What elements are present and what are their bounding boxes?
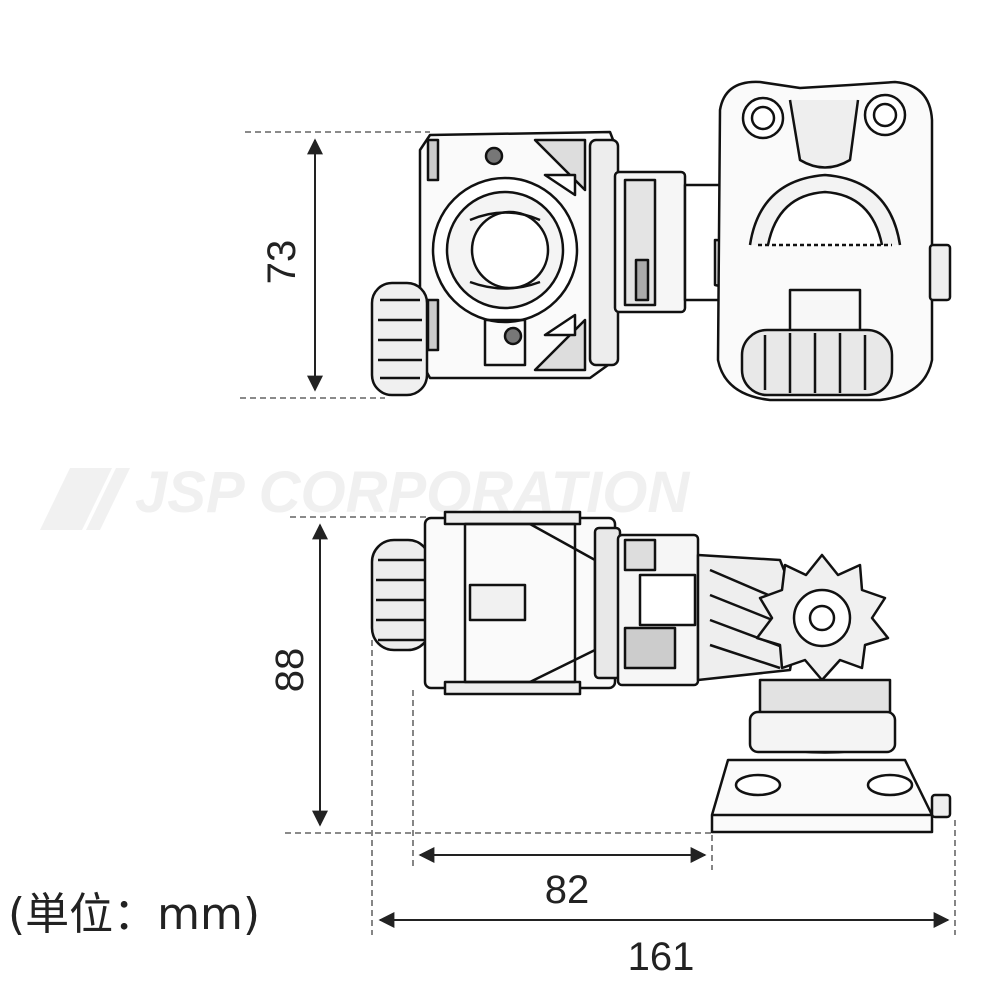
top-view <box>370 80 952 402</box>
dimension-73: 73 <box>240 131 430 399</box>
watermark-text: JSP CORPORATION <box>135 460 690 525</box>
unit-note: (単位：mm) <box>8 889 261 940</box>
watermark-logo: JSP CORPORATION <box>40 460 690 530</box>
dimension-label-82: 82 <box>545 868 590 912</box>
dimension-82: 82 <box>412 690 713 912</box>
dimension-161: 161 <box>371 640 956 979</box>
dimension-label-88: 88 <box>268 648 312 693</box>
dimension-label-73: 73 <box>260 240 304 285</box>
dimension-88: 88 <box>268 516 712 834</box>
dimension-label-161: 161 <box>628 935 695 979</box>
side-view <box>370 510 952 834</box>
